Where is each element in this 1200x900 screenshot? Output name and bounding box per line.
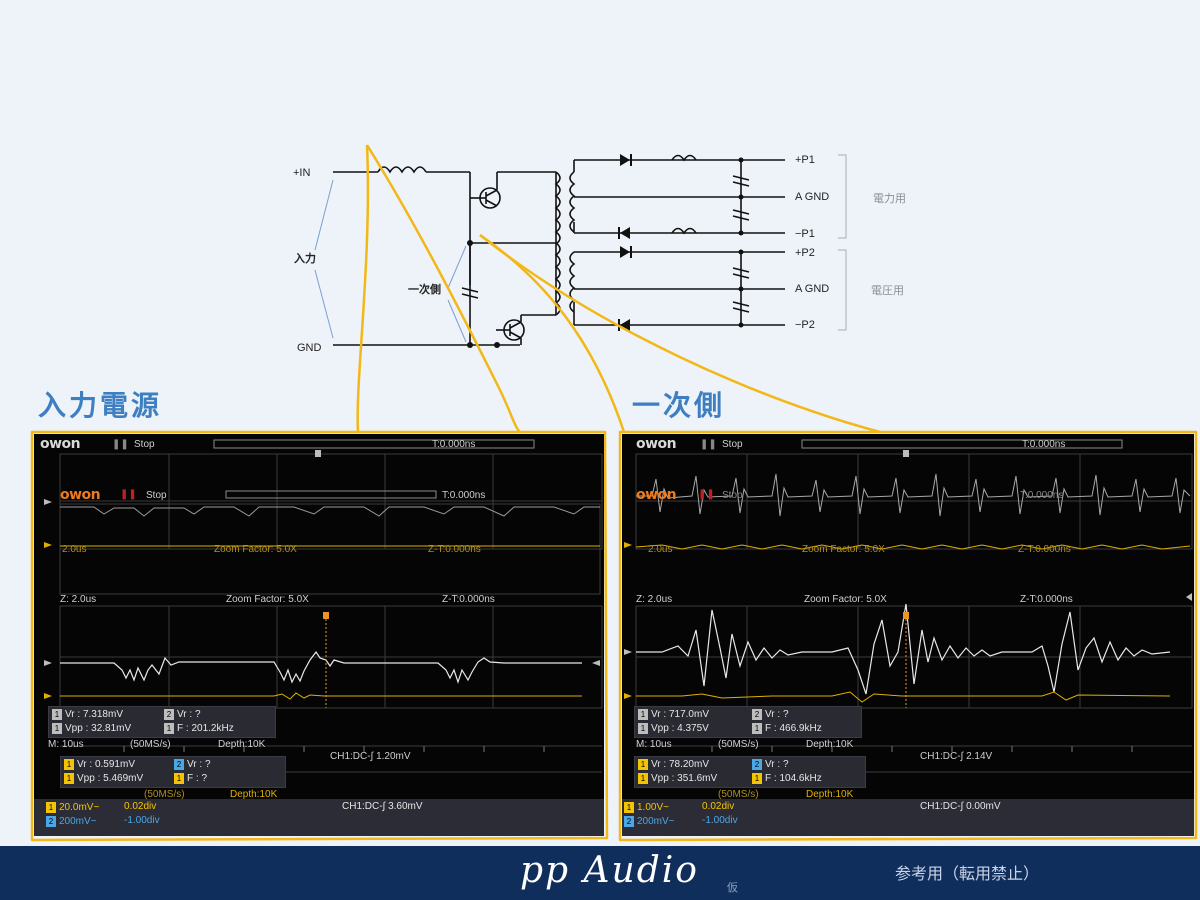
group-label-voltage: 電圧用 (871, 285, 904, 297)
channel-status-bar (34, 799, 604, 836)
sample-rate-label-2: (50MS/s) (144, 789, 185, 800)
trigger-setting-label-2: CH1:DC-∫ 0.00mV (920, 801, 1001, 812)
output-label-p2: +P2 (795, 247, 815, 259)
scope-brand-logo: owon (40, 436, 81, 452)
ghost-zoom-time: Z-T:0.000ns (428, 544, 481, 555)
trigger-setting-label: CH1:DC-∫ 1.20mV (330, 751, 411, 762)
measurement-panel-1 (48, 706, 276, 738)
section-title-input-power: 入力電源 (38, 389, 163, 422)
output-label-agnd1: A GND (795, 191, 830, 203)
scope-brand-logo: owon (636, 436, 677, 452)
sample-rate-label: (50MS/s) (130, 739, 171, 750)
footer-title: pp Audio (520, 850, 699, 891)
memory-depth-label: Depth:10K (218, 739, 266, 750)
zoom-timebase-label: Z: 2.0us (636, 594, 673, 605)
scope-brand-logo-ghost: owon (60, 487, 101, 503)
zoom-timebase-label: Z: 2.0us (60, 594, 97, 605)
scope-screen-right: owon ❚❚ Stop T:0.000ns owon ❚❚ Stop T:0.… (622, 434, 1194, 836)
scope-traces-right (624, 439, 1193, 773)
scope-screen-left: owon ❚❚ Stop T:0.000ns owon ❚❚ Stop T:0.… (34, 434, 604, 836)
main-timebase-label: M: 10us (48, 739, 84, 750)
output-label-agnd2: A GND (795, 283, 830, 295)
trigger-time-label: T:0.000ns (1022, 439, 1066, 450)
run-state-label-ghost: Stop (146, 490, 167, 501)
run-state-indicator: ❚❚ (700, 439, 717, 450)
measurement-panel-1 (634, 706, 862, 738)
zoom-time-label: Z-T:0.000ns (442, 594, 495, 605)
ghost-zoom-factor: Zoom Factor: 5.0X (802, 544, 885, 555)
sample-rate-label: (50MS/s) (718, 739, 759, 750)
run-state-indicator-ghost: ❚❚ (698, 489, 715, 500)
primary-label: 一次側 (408, 284, 441, 296)
input-plus-label: +IN (293, 167, 311, 179)
zoom-factor-label: Zoom Factor: 5.0X (226, 594, 309, 605)
output-label-n1: −P1 (795, 228, 815, 240)
output-label-p1: +P1 (795, 154, 815, 166)
output-label-n2: −P2 (795, 319, 815, 331)
trigger-time-label: T:0.000ns (432, 439, 476, 450)
input-gnd-label: GND (297, 342, 322, 354)
ghost-zoom-factor: Zoom Factor: 5.0X (214, 544, 297, 555)
measurement-panel-2 (60, 756, 286, 788)
memory-depth-label-2: Depth:10K (230, 789, 278, 800)
memory-depth-label: Depth:10K (806, 739, 854, 750)
ghost-timebase: 2.0us (62, 544, 87, 555)
ch1-position: 0.02div (124, 801, 157, 812)
trigger-time-label-ghost: T:0.000ns (442, 490, 486, 501)
ch2-position: -1.00div (702, 815, 738, 826)
section-title-primary: 一次側 (632, 389, 726, 422)
run-state-label: Stop (134, 439, 155, 450)
scope-traces-left (44, 439, 603, 773)
footer-bar (0, 846, 1200, 900)
ch1-position: 0.02div (702, 801, 735, 812)
footer-small-mark: 仮 (727, 881, 738, 894)
ghost-zoom-time: Z-T:0.000ns (1018, 544, 1071, 555)
run-state-indicator: ❚❚ (112, 439, 129, 450)
measurement-panel-2 (634, 756, 866, 788)
ch2-position: -1.00div (124, 815, 160, 826)
group-label-power: 電力用 (873, 193, 906, 205)
channel-status-bar (622, 799, 1194, 836)
run-state-indicator-ghost: ❚❚ (120, 489, 137, 500)
run-state-label-ghost: Stop (722, 490, 743, 501)
input-label: 入力 (294, 253, 316, 265)
sample-rate-label-2: (50MS/s) (718, 789, 759, 800)
trigger-setting-label-2: CH1:DC-∫ 3.60mV (342, 801, 423, 812)
trigger-setting-label: CH1:DC-∫ 2.14V (920, 751, 993, 762)
zoom-factor-label: Zoom Factor: 5.0X (804, 594, 887, 605)
trigger-time-label-ghost: T:0.000ns (1020, 490, 1064, 501)
run-state-label: Stop (722, 439, 743, 450)
scope-brand-logo-ghost: owon (636, 487, 677, 503)
memory-depth-label-2: Depth:10K (806, 789, 854, 800)
zoom-time-label: Z-T:0.000ns (1020, 594, 1073, 605)
footer-note: 参考用（転用禁止） (895, 864, 1040, 883)
ghost-timebase: 2.0us (648, 544, 673, 555)
main-timebase-label: M: 10us (636, 739, 672, 750)
